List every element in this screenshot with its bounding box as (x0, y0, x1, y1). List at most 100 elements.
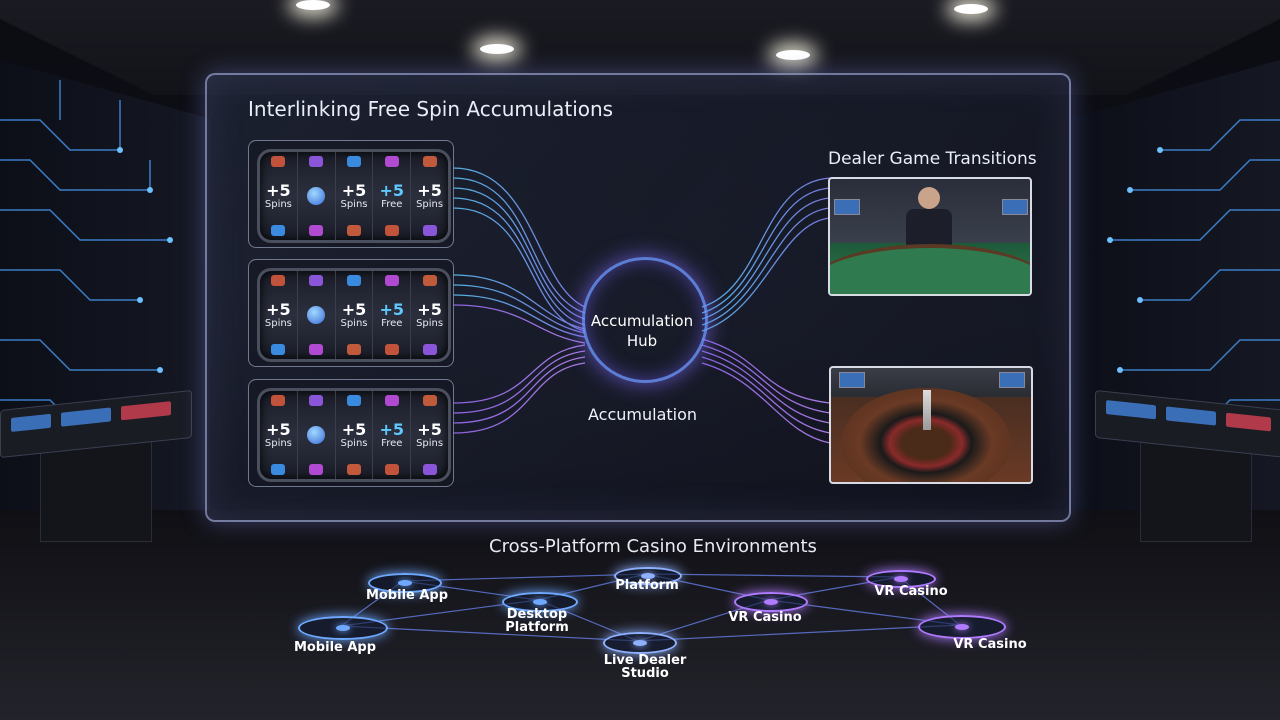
spin-amount: +5 (379, 299, 405, 319)
roulette-spindle (923, 390, 931, 430)
gem-icon (271, 344, 286, 355)
platform-node (368, 573, 442, 593)
platform-node (918, 615, 1006, 639)
gem-icon (346, 395, 361, 406)
gem-icon (271, 156, 286, 167)
platform-node-label: Platform (615, 578, 679, 593)
node-glow (398, 580, 412, 586)
platform-node-label: Mobile App (365, 588, 449, 603)
gem-icon (422, 225, 437, 236)
platform-node-label: Desktop Platform (505, 607, 569, 635)
roulette-image (829, 366, 1033, 484)
platform-node-label: VR Casino (953, 637, 1027, 652)
accumulation-hub-ring (582, 257, 708, 383)
platform-node-label: VR Casino (728, 610, 802, 625)
spin-caption: Spins (264, 198, 292, 210)
right-kiosk-stand (1140, 440, 1252, 542)
left-kiosk-stand (40, 440, 152, 542)
dealer-head (918, 187, 940, 209)
node-glow (764, 599, 778, 605)
gem-icon (271, 395, 286, 406)
gem-icon (346, 275, 361, 286)
node-glow (336, 625, 350, 631)
platform-node (614, 567, 682, 585)
spin-amount: +5 (379, 419, 405, 439)
spin-amount: +5 (266, 180, 291, 200)
gem-icon (346, 344, 361, 355)
spin-amount: +5 (341, 180, 367, 200)
bonus-orb-icon (307, 187, 326, 205)
dealer-body (906, 209, 952, 245)
platform-node-label: VR Casino (874, 584, 948, 599)
spin-caption: Spins (264, 317, 292, 329)
gem-icon (384, 344, 399, 355)
gem-icon (422, 275, 437, 286)
accumulation-label: Accumulation (588, 405, 698, 424)
spin-caption: Spins (416, 198, 444, 210)
gem-icon (309, 344, 324, 355)
platform-node (502, 592, 578, 612)
node-glow (641, 573, 655, 579)
reel-column (298, 271, 336, 359)
spin-amount: +5 (266, 299, 291, 319)
node-glow (533, 599, 547, 605)
floor (0, 510, 1280, 720)
spin-amount: +5 (266, 419, 291, 439)
spin-amount: +5 (379, 180, 405, 200)
accumulation-hub-label: Accumulation Hub (590, 312, 694, 350)
gem-icon (346, 156, 361, 167)
gem-icon (309, 156, 324, 167)
gem-icon (271, 464, 286, 475)
gem-icon (384, 225, 399, 236)
spin-caption: Spins (340, 198, 368, 210)
reel-column (298, 152, 336, 240)
gem-icon (384, 275, 399, 286)
platform-node-label: Mobile App (293, 640, 377, 655)
node-glow (955, 624, 969, 630)
bonus-orb-icon (307, 306, 326, 324)
blackjack-table (830, 244, 1030, 294)
gem-icon (422, 156, 437, 167)
gem-icon (346, 464, 361, 475)
gem-icon (422, 395, 437, 406)
gem-icon (422, 344, 437, 355)
spin-caption: Spins (416, 437, 444, 449)
gem-icon (384, 464, 399, 475)
gem-icon (271, 275, 286, 286)
spin-caption: Free (381, 317, 403, 329)
free-spin-title: Interlinking Free Spin Accumulations (248, 97, 614, 121)
gem-icon (384, 395, 399, 406)
dealer-transitions-title: Dealer Game Transitions (828, 149, 1037, 169)
left-circuit-lines (0, 80, 173, 433)
spin-caption: Spins (416, 317, 444, 329)
ceiling-light (296, 0, 330, 10)
spin-caption: Free (381, 437, 403, 449)
spin-amount: +5 (417, 180, 442, 200)
platform-node (866, 570, 936, 588)
ceiling-light (480, 44, 514, 54)
node-glow (633, 640, 647, 646)
spin-amount: +5 (417, 419, 442, 439)
ceiling-light (954, 4, 988, 14)
platform-node-label: Live Dealer Studio (603, 653, 687, 681)
gem-icon (309, 395, 324, 406)
node-glow (894, 576, 908, 582)
spin-caption: Spins (264, 437, 292, 449)
gem-icon (309, 275, 324, 286)
bonus-orb-icon (307, 426, 326, 444)
